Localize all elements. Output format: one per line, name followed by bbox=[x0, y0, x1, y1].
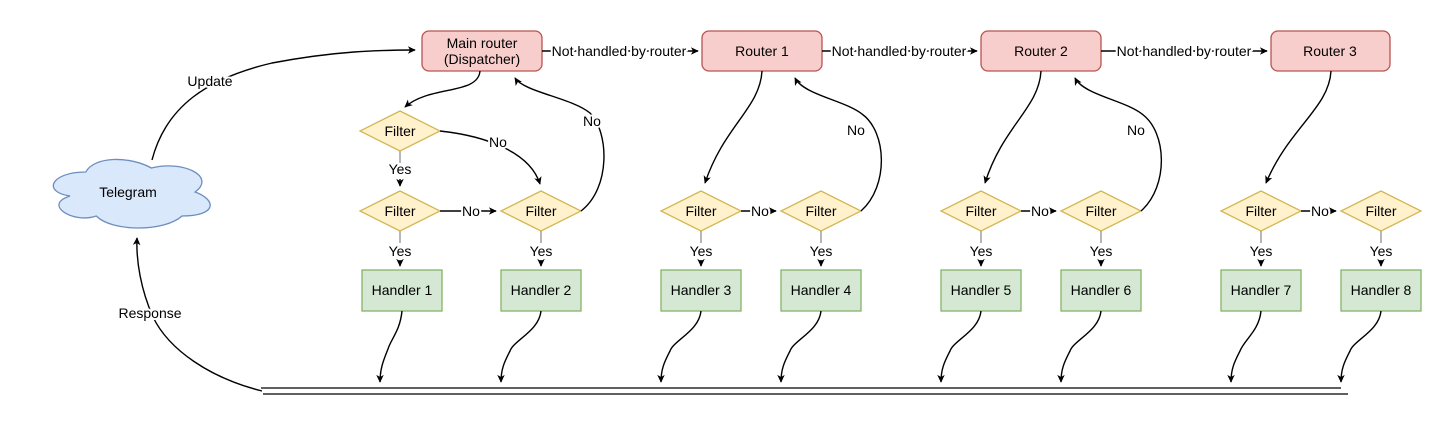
router2-filter-1-label: Filter bbox=[965, 203, 996, 219]
router-1-to-filter-arrow bbox=[703, 70, 763, 184]
main-filter-2-label: Filter bbox=[384, 203, 415, 219]
no-label: No bbox=[847, 122, 865, 138]
handler-8-label: Handler 8 bbox=[1351, 282, 1412, 298]
telegram-group: Telegram Update Response bbox=[52, 46, 416, 392]
yes-label: Yes bbox=[530, 243, 553, 259]
handler-3-drop-arrow bbox=[657, 310, 702, 383]
handler-1-label: Handler 1 bbox=[372, 282, 433, 298]
router-2-to-filter-arrow bbox=[983, 70, 1042, 184]
main-filter-3-label: Filter bbox=[525, 203, 556, 219]
routers: Main router (Dispatcher) Router 1 Router… bbox=[421, 30, 1391, 72]
router-1-label: Router 1 bbox=[735, 43, 789, 59]
main-router-label-line1: Main router bbox=[447, 35, 518, 51]
main-router-to-filter-arrow bbox=[404, 70, 481, 108]
yes-label: Yes bbox=[389, 161, 412, 177]
yes-label: Yes bbox=[389, 243, 412, 259]
handler-5-drop-arrow bbox=[937, 310, 982, 383]
router-3-branch: Filter No Filter bbox=[1219, 70, 1423, 232]
router-3-label: Router 3 bbox=[1303, 43, 1357, 59]
handler-4-drop-arrow bbox=[777, 310, 822, 383]
main-router-branch: Filter No Yes Filter No Filter No bbox=[358, 70, 605, 232]
handler-5-node bbox=[940, 269, 1022, 312]
no-label: No bbox=[1127, 122, 1145, 138]
handler-1-drop-arrow bbox=[376, 310, 403, 383]
yes-label: Yes bbox=[810, 243, 833, 259]
yes-label: Yes bbox=[1090, 243, 1113, 259]
yes-label: Yes bbox=[690, 243, 713, 259]
router-3-to-filter-arrow bbox=[1265, 70, 1332, 184]
handler-2-drop-arrow bbox=[497, 310, 542, 383]
update-label: Update bbox=[187, 73, 232, 89]
handler-7-label: Handler 7 bbox=[1231, 282, 1292, 298]
yes-connector: Yes bbox=[387, 231, 413, 267]
router-2-branch: Filter No Filter No bbox=[939, 70, 1163, 232]
handler-2-node bbox=[500, 269, 582, 312]
yes-label: Yes bbox=[1250, 243, 1273, 259]
update-arrow bbox=[151, 46, 416, 161]
handler-1-node bbox=[361, 269, 443, 312]
yes-connector: Yes bbox=[808, 231, 834, 267]
handlers: Handler 1 Handler 2 Handler 3 Handler 4 … bbox=[361, 269, 1422, 312]
router-1-branch: Filter No Filter No bbox=[659, 70, 883, 232]
handler-6-label: Handler 6 bbox=[1071, 282, 1132, 298]
not-handled-chain: Not handled by router Not handled by rou… bbox=[542, 41, 1268, 61]
handler-8-drop-arrow bbox=[1337, 310, 1382, 383]
main-router-label-line2: (Dispatcher) bbox=[444, 51, 520, 67]
yes-connector: Yes bbox=[968, 231, 994, 267]
handler-4-label: Handler 4 bbox=[791, 282, 852, 298]
handler-7-node bbox=[1220, 269, 1302, 312]
yes-label: Yes bbox=[1370, 243, 1393, 259]
yes-connectors: Yes Yes Yes Yes Yes Yes bbox=[387, 231, 1394, 267]
no-label: No bbox=[583, 113, 601, 129]
handler-4-node bbox=[780, 269, 862, 312]
router3-filter-1-label: Filter bbox=[1245, 203, 1276, 219]
handler-6-node bbox=[1060, 269, 1142, 312]
yes-connector: Yes bbox=[528, 231, 554, 267]
no-label: No bbox=[1031, 203, 1049, 219]
response-bus bbox=[261, 387, 1348, 395]
not-handled-label-1: Not handled by router bbox=[552, 43, 687, 59]
handler-2-label: Handler 2 bbox=[511, 282, 572, 298]
router-2-label: Router 2 bbox=[1014, 43, 1068, 59]
router1-filter-1-label: Filter bbox=[685, 203, 716, 219]
yes-connector: Yes bbox=[688, 231, 714, 267]
not-handled-label-2: Not handled by router bbox=[832, 43, 967, 59]
router2-filter-return-no-arrow bbox=[1074, 77, 1163, 212]
handler-3-label: Handler 3 bbox=[671, 282, 732, 298]
response-label: Response bbox=[118, 305, 181, 321]
router3-filter-2-label: Filter bbox=[1365, 203, 1396, 219]
handler-5-label: Handler 5 bbox=[951, 282, 1012, 298]
no-label: No bbox=[489, 134, 507, 150]
handler-6-drop-arrow bbox=[1057, 310, 1102, 383]
telegram-cloud bbox=[52, 158, 211, 229]
response-arrow bbox=[132, 237, 263, 392]
not-handled-label-3: Not handled by router bbox=[1117, 43, 1252, 59]
yes-connector: Yes bbox=[1088, 231, 1114, 267]
no-label: No bbox=[1311, 203, 1329, 219]
handler-drop-arrows bbox=[376, 310, 1382, 383]
handler-7-drop-arrow bbox=[1227, 310, 1262, 383]
telegram-label: Telegram bbox=[99, 184, 157, 200]
yes-connector: Yes bbox=[1368, 231, 1394, 267]
no-label: No bbox=[462, 203, 480, 219]
main-filter-return-no-arrow bbox=[514, 77, 605, 212]
handler-8-node bbox=[1340, 269, 1422, 312]
no-label: No bbox=[751, 203, 769, 219]
router1-filter-return-no-arrow bbox=[794, 77, 883, 212]
router1-filter-2-label: Filter bbox=[805, 203, 836, 219]
router2-filter-2-label: Filter bbox=[1085, 203, 1116, 219]
main-filter-1-label: Filter bbox=[384, 123, 415, 139]
main-filter-1-no-arrow bbox=[439, 130, 542, 185]
yes-label: Yes bbox=[970, 243, 993, 259]
yes-connector: Yes bbox=[1248, 231, 1274, 267]
